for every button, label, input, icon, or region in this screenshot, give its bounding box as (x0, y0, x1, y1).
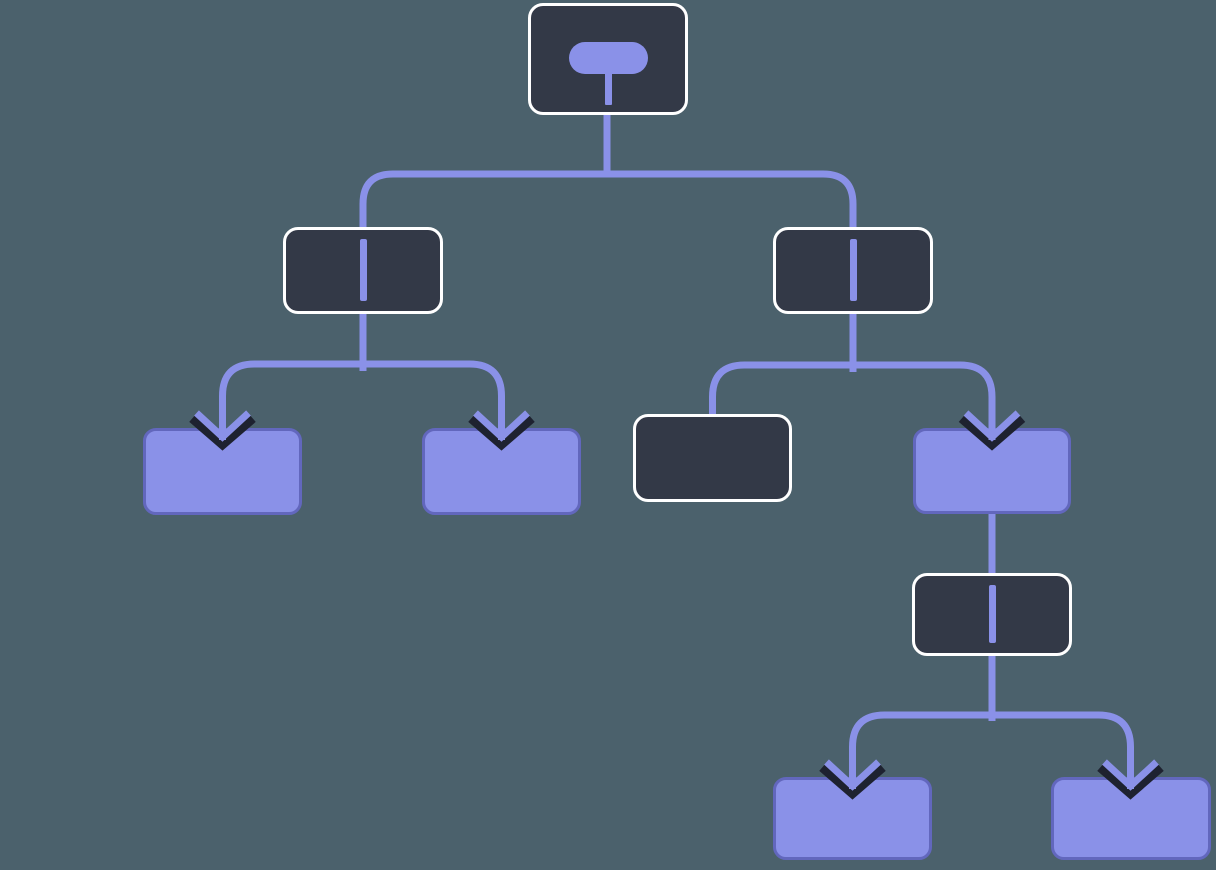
pill-stem-icon (568, 42, 648, 74)
pill-stem-icon (604, 72, 612, 105)
node-leaf-left-2[interactable] (422, 428, 581, 515)
node-branch-bottom[interactable] (912, 573, 1072, 656)
node-leaf-bottom-1[interactable] (773, 777, 932, 860)
node-mid-dark[interactable] (633, 414, 792, 502)
edge-branch-left-split (219, 360, 505, 404)
node-leaf-left-1[interactable] (143, 428, 302, 515)
node-leaf-bottom-2[interactable] (1051, 777, 1211, 860)
edge-branch-bottom-split (849, 711, 1134, 753)
node-root[interactable] (528, 3, 688, 115)
vertical-bar-icon (359, 239, 367, 301)
node-branch-left[interactable] (283, 227, 443, 314)
node-mid-purple[interactable] (913, 428, 1071, 514)
node-branch-right[interactable] (773, 227, 933, 314)
edge-branch-right-split (709, 361, 996, 414)
vertical-bar-icon (849, 239, 857, 301)
edge-root-split (359, 170, 857, 227)
vertical-bar-icon (988, 585, 996, 643)
